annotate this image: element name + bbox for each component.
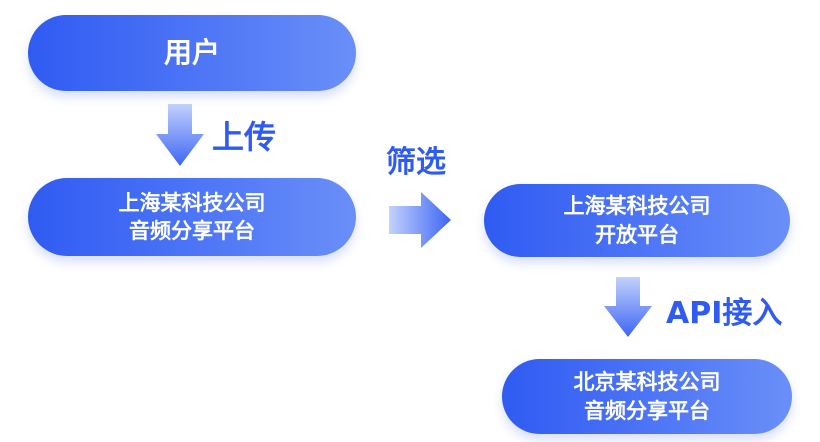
shanghai-open-platform-node: 上海某科技公司 开放平台 — [484, 184, 790, 257]
beijing-audio-line2: 音频分享平台 — [584, 398, 710, 423]
api-access-label: API接入 — [666, 296, 783, 331]
beijing-audio-line1: 北京某科技公司 — [573, 370, 721, 395]
shanghai-audio-line1: 上海某科技公司 — [118, 190, 266, 215]
arrow-down-icon — [604, 277, 652, 337]
shanghai-audio-platform-node: 上海某科技公司 音频分享平台 — [28, 178, 356, 256]
user-node: 用户 — [28, 15, 356, 91]
upload-label: 上传 — [212, 118, 277, 156]
filter-label: 筛选 — [386, 145, 446, 180]
user-node-label: 用户 — [163, 36, 220, 70]
shanghai-audio-line2: 音频分享平台 — [129, 219, 255, 243]
shanghai-open-line1: 上海某科技公司 — [563, 194, 711, 219]
shanghai-open-line2: 开放平台 — [595, 222, 679, 247]
beijing-audio-platform-node: 北京某科技公司 音频分享平台 — [502, 359, 792, 434]
arrow-down-icon — [156, 104, 204, 166]
arrow-right-icon — [389, 192, 451, 248]
